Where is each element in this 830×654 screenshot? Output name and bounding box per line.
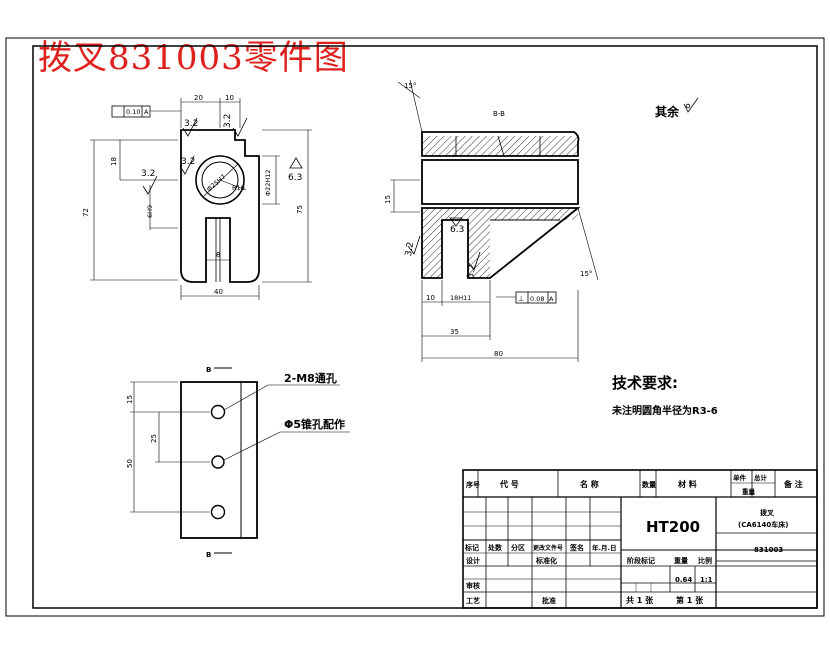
side-b-top: B: [206, 366, 211, 374]
section-view-text: B-B 其余 15° 15° 15 10 18H11 35 80 3.2 6.3…: [384, 82, 680, 358]
sec-dim-18h11: 18H11: [450, 294, 471, 302]
side-note-taper: Φ5锥孔配作: [284, 417, 345, 431]
dim-6h9: 6H9: [146, 205, 154, 218]
tech-line-1: 未注明圆角半径为R3-6: [611, 404, 718, 417]
tb-r-approve: 批准: [542, 596, 556, 605]
dim-72: 72: [82, 208, 90, 217]
front-view: [90, 98, 312, 300]
tb-r-design: 设计: [466, 556, 480, 565]
tb-sheets: 共 1 张: [626, 595, 654, 605]
inner-border: [32, 45, 818, 609]
tb-name: 名 称: [580, 479, 599, 489]
tb-single: 单件: [733, 473, 747, 482]
tb-r-sign: 签名: [569, 543, 584, 552]
tb-r-std: 标准化: [535, 556, 557, 565]
side-dim-15: 15: [126, 395, 134, 404]
angle-15-top: 15°: [404, 82, 416, 90]
tb-total: 总计: [754, 473, 768, 482]
tb-sheet-no: 第 1 张: [676, 595, 704, 605]
side-dim-50: 50: [126, 459, 134, 468]
tb-mat: 材 料: [678, 479, 697, 489]
side-view-text: B B 15 25 50 2-M8通孔 Φ5锥孔配作: [126, 366, 345, 559]
tb-r-scale: 比例: [698, 556, 712, 565]
tb-r-process: 工艺: [466, 596, 480, 605]
outer-border: [5, 37, 825, 617]
roughness-63: 6.3: [288, 173, 302, 183]
roughness-c: 3.2: [141, 169, 155, 179]
tb-r-count: 处数: [487, 543, 503, 552]
dim-20: 20: [194, 94, 203, 102]
surface-rest: 其余: [655, 104, 680, 119]
tb-code: 代 号: [499, 479, 519, 489]
dim-r10: R10: [232, 184, 245, 192]
tb-r-stage: 阶段标记: [627, 556, 655, 565]
perp-symbol: ⊥: [518, 295, 524, 303]
roughness-b: 3.2: [223, 114, 233, 128]
tb-remark: 备 注: [783, 479, 803, 489]
sec-dim-10: 10: [426, 294, 435, 302]
dim-10: 10: [225, 94, 234, 102]
tb-qty: 数量: [642, 480, 656, 489]
sec-roughness-63: 6.3: [450, 225, 464, 235]
tb-machine: (CA6140车床): [738, 520, 788, 529]
perp-value: 0.08: [530, 295, 544, 303]
sec-dim-15: 15: [384, 195, 392, 204]
side-view: [130, 367, 350, 554]
tb-scale-val: 1:1: [700, 576, 713, 584]
angle-15-bottom: 15°: [580, 270, 592, 278]
roughness-a: 3.2: [184, 119, 198, 129]
section-view: [390, 79, 699, 362]
flatness-datum: A: [144, 108, 149, 116]
tb-r-zone: 分区: [511, 543, 525, 552]
tb-material: HT200: [646, 518, 700, 536]
title-block-text: 序号 代 号 名 称 数量 材 料 单件 总计 重量 备 注 HT200 拨叉 …: [464, 473, 803, 605]
sec-roughness-32: 3.2: [404, 241, 416, 257]
side-note-tapped: 2-M8通孔: [284, 372, 337, 385]
tech-requirements: 技术要求: 未注明圆角半径为R3-6: [611, 374, 718, 417]
title-block: [462, 469, 818, 609]
tb-part-name: 拨叉: [760, 508, 775, 517]
tb-r-mark: 标记: [464, 543, 479, 552]
dim-25h7: Φ25H7: [205, 173, 227, 194]
tb-r-date: 年.月.日: [592, 543, 616, 552]
dim-40: 40: [214, 288, 223, 296]
tb-r-docno: 更改文件号: [533, 544, 563, 552]
section-label: B-B: [493, 110, 505, 118]
dim-8: 8: [216, 251, 220, 259]
tb-r-weight: 重量: [674, 556, 688, 565]
tb-weight: 重量: [742, 487, 756, 496]
tb-r-check: 审核: [466, 581, 480, 590]
sec-dim-80: 80: [494, 350, 503, 358]
side-dim-25: 25: [150, 434, 158, 443]
sec-dim-35: 35: [450, 328, 459, 336]
flatness-value: 0.10: [126, 108, 140, 116]
drawing-title: 拨叉831003零件图: [38, 38, 349, 78]
tb-drawing-no: 831003: [754, 546, 783, 554]
front-view-text: 0.10 A 20 10 3.2 3.2 3.2 3.2 72 75 18 Φ2…: [82, 94, 304, 296]
dim-22h12: Φ22H12: [264, 169, 272, 196]
dim-75: 75: [296, 205, 304, 214]
roughness-d: 3.2: [181, 157, 195, 167]
perp-datum: A: [549, 295, 554, 303]
tb-seq: 序号: [465, 480, 480, 489]
tb-weight-val: 0.64: [675, 576, 692, 584]
sec-roughness-32c: 3.2: [466, 264, 478, 280]
side-b-bottom: B: [206, 551, 211, 559]
tech-heading: 技术要求:: [612, 374, 678, 392]
dim-18: 18: [110, 157, 118, 166]
